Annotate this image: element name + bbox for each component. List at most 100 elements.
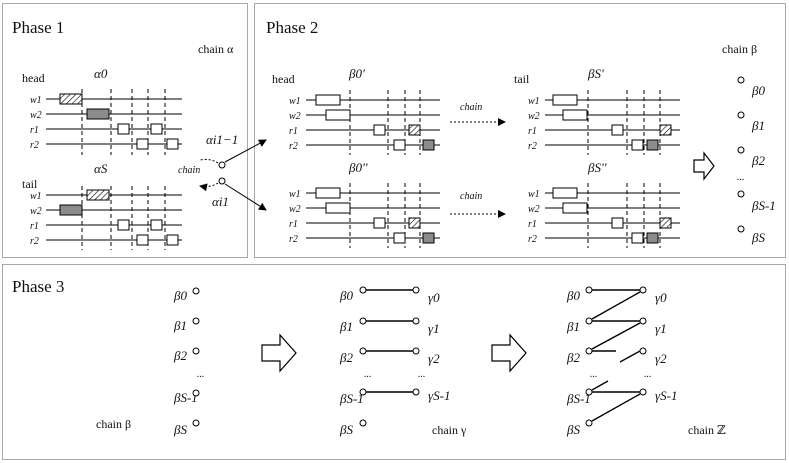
svg-text:γ2: γ2 [655,351,667,366]
svg-text:αi1: αi1 [212,194,229,209]
svg-text:...: ... [418,369,426,380]
svg-text:r1: r1 [528,126,537,137]
phase1-tail-label: tail [22,177,38,191]
phase2-chain-top: chain [460,102,482,113]
phase2-chain-label: chain β [722,42,757,56]
svg-text:w1: w1 [30,95,42,106]
svg-text:βS: βS [751,230,765,245]
svg-text:β1: β1 [339,319,353,334]
alpha-i1-minus-node [218,161,226,169]
svg-text:w2: w2 [30,110,42,121]
svg-text:...: ... [197,369,205,380]
phase3-chain-gamma-label: chain γ [432,423,467,437]
svg-text:β0: β0 [339,288,353,303]
svg-text:βS-1: βS-1 [339,391,364,406]
svg-text:r2: r2 [30,236,39,247]
svg-text:β2: β2 [173,348,187,363]
svg-text:r2: r2 [289,141,298,152]
phase2-betaSp-execution: w1 w2 r1 r2 [528,90,680,155]
phase2-beta0p-label: β0' [348,66,365,81]
svg-text:β1: β1 [173,318,187,333]
phase3-beta-column-1: β0 β1 β2 ... βS-1 βS [173,287,205,437]
phase3-big-arrow-1 [261,333,297,373]
phase3-chain-z-label: chain ℤ [688,423,726,437]
svg-text:γ0: γ0 [655,290,667,305]
svg-text:w2: w2 [528,111,540,122]
phase2-beta0pp-execution: w1 w2 r1 r2 [289,183,440,248]
phase3-big-arrow-2 [491,333,527,373]
svg-text:γS-1: γS-1 [655,388,677,403]
svg-text:β0: β0 [173,288,187,303]
phase1-chain-label: chain α [198,42,234,56]
svg-text:...: ... [590,369,598,380]
svg-text:βS-1: βS-1 [173,390,198,405]
svg-text:r2: r2 [30,140,39,151]
svg-text:...: ... [364,369,372,380]
svg-text:w1: w1 [528,189,540,200]
phase3-title: Phase 3 [12,277,64,296]
svg-text:r2: r2 [528,234,537,245]
svg-text:w2: w2 [289,111,301,122]
svg-text:β2: β2 [566,350,580,365]
phase1-alpha0-label: α0 [94,66,108,81]
phase2-beta0pp-label: β0'' [348,160,368,175]
alpha-i1-node [218,177,226,185]
svg-text:β1: β1 [751,118,765,133]
phase1-head-label: head [22,71,45,85]
phase2-big-arrow [693,151,715,181]
phase1-panel [2,3,248,258]
phase1-chain-connector: αi1−1 chain αi1 [178,132,267,211]
phase2-panel [254,3,786,258]
phase2-betaSpp-execution: w1 w2 r1 r2 [528,183,680,248]
svg-text:γ2: γ2 [428,351,440,366]
svg-text:βS: βS [173,422,187,437]
svg-text:chain: chain [178,165,200,176]
svg-text:r2: r2 [528,141,537,152]
svg-text:βS-1: βS-1 [566,391,591,406]
phase2-tail-label: tail [514,72,530,86]
svg-text:w1: w1 [30,191,42,202]
svg-text:αi1−1: αi1−1 [206,132,238,147]
svg-text:β1: β1 [566,319,580,334]
svg-text:w1: w1 [289,189,301,200]
svg-text:w2: w2 [289,204,301,215]
phase3-pairing-column: β0 γ0 β1 γ1 β2 γ2 ... ... βS-1 γS-1 βS [339,286,450,437]
svg-text:r1: r1 [289,126,298,137]
phase3-panel [2,264,786,460]
svg-text:β0: β0 [751,83,765,98]
svg-text:γ0: γ0 [428,290,440,305]
phase1-alphaS-label: αS [94,161,108,176]
svg-text:r1: r1 [289,219,298,230]
phase2-beta-list: β0 β1 β2 ... βS-1 βS [737,76,776,245]
svg-text:β2: β2 [339,350,353,365]
svg-text:βS-1: βS-1 [751,198,776,213]
svg-text:r2: r2 [289,234,298,245]
phase2-betaSp-label: βS' [587,66,604,81]
svg-text:w1: w1 [528,96,540,107]
svg-text:β0: β0 [566,288,580,303]
svg-text:w1: w1 [289,96,301,107]
svg-text:β2: β2 [751,153,765,168]
svg-text:βS: βS [339,422,353,437]
phase1-title: Phase 1 [12,18,64,37]
svg-text:r1: r1 [30,125,39,136]
svg-text:r1: r1 [528,219,537,230]
svg-text:γ1: γ1 [655,321,667,336]
svg-text:...: ... [737,172,745,183]
svg-text:w2: w2 [30,206,42,217]
phase3-zigzag-column: β0 γ0 β1 γ1 β2 γ2 ... ... βS-1 γS-1 βS [566,286,677,437]
phase1-head-execution: w1 w2 r1 r2 [30,89,182,155]
svg-text:γS-1: γS-1 [428,388,450,403]
svg-text:βS: βS [566,422,580,437]
phase1-tail-execution: w1 w2 r1 r2 [30,186,182,250]
phase2-title: Phase 2 [266,18,318,37]
phase2-head-label: head [272,72,295,86]
phase2-betaSpp-label: βS'' [587,160,607,175]
svg-text:w2: w2 [528,204,540,215]
phase3-chain-beta-label: chain β [96,417,131,431]
phase2-chain-bottom: chain [460,191,482,202]
svg-text:...: ... [644,369,652,380]
svg-text:r1: r1 [30,221,39,232]
svg-text:γ1: γ1 [428,321,440,336]
